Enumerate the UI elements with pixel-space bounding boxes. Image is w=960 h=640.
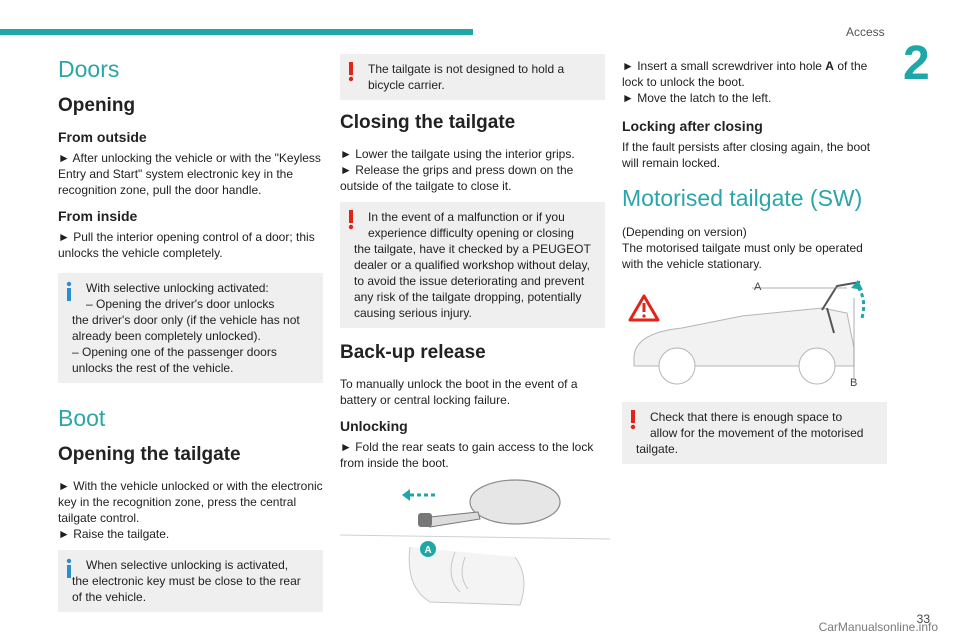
info1-line4: – Opening one of the passenger doors unl… [72, 345, 277, 375]
top-accent-bar [0, 29, 473, 35]
info-box-electronic-key: When selective unlocking is activated, t… [58, 550, 323, 612]
unlocking-heading: Unlocking [340, 418, 408, 434]
watermark: CarManualsonline.info [818, 620, 938, 634]
tailgate-text-2: ► Raise the tailgate. [58, 527, 170, 541]
figure-label-a: A [424, 545, 431, 556]
locking-after-closing-heading: Locking after closing [622, 118, 763, 134]
info1-line3: the driver's door only (if the vehicle h… [72, 313, 300, 343]
column-2: The tailgate is not designed to hold a b… [340, 52, 610, 613]
warn3-line2: allow for the movement of the motorised [650, 426, 864, 440]
info-box-selective-unlocking: With selective unlocking activated: – Op… [58, 273, 323, 383]
boot-heading: Boot [58, 405, 106, 431]
motorised-tailgate-illustration: A B [628, 280, 866, 388]
section-label: Access [846, 25, 885, 39]
opening-heading: Opening [58, 95, 136, 116]
warn3-line3: tailgate. [636, 442, 679, 456]
locking-text: If the fault persists after closing agai… [622, 140, 871, 170]
warning-icon [348, 62, 354, 82]
column-1: Doors Opening From outside ► After unloc… [58, 52, 323, 624]
latch-text: ► Move the latch to the left. [622, 91, 772, 105]
info1-line1: With selective unlocking activated: [86, 281, 269, 295]
warning-icon [348, 210, 354, 230]
doors-heading: Doors [58, 56, 120, 82]
warning-box-malfunction: In the event of a malfunction or if you … [340, 202, 605, 328]
backup-release-illustration: A [340, 479, 610, 606]
version-text: (Depending on version) [622, 225, 747, 239]
info-icon [66, 558, 72, 578]
warn2-line1: In the event of a malfunction or if you [368, 210, 565, 224]
motorised-tailgate-heading: Motorised tailgate (SW) [622, 185, 863, 211]
from-outside-heading: From outside [58, 129, 147, 145]
closing-tailgate-heading: Closing the tailgate [340, 112, 516, 133]
chapter-number: 2 [903, 37, 930, 90]
warning-icon [630, 410, 636, 430]
page-number: 33 [916, 612, 930, 626]
column-3: ► Insert a small screwdriver into hole A… [622, 52, 887, 476]
backup-release-heading: Back-up release [340, 342, 486, 363]
opening-tailgate-heading: Opening the tailgate [58, 444, 241, 465]
dimension-label-b: B [850, 377, 857, 388]
from-inside-heading: From inside [58, 208, 138, 224]
info2-line1: When selective unlocking is activated, [86, 558, 289, 572]
closing-text-2: ► Release the grips and press down on th… [340, 163, 574, 193]
insert-screwdriver-text: ► Insert a small screwdriver into hole A… [622, 59, 868, 89]
info-icon [66, 281, 72, 301]
info2-line2: the electronic key must be close to the … [72, 574, 301, 604]
tailgate-text-1: ► With the vehicle unlocked or with the … [58, 479, 323, 525]
unlocking-text: ► Fold the rear seats to gain access to … [340, 440, 594, 470]
warn3-line1: Check that there is enough space to [650, 410, 843, 424]
info1-line2: – Opening the driver's door unlocks [86, 297, 275, 311]
warn2-line3: the tailgate, have it checked by a PEUGE… [354, 242, 591, 320]
warn2-line2: experience difficulty opening or closing [368, 226, 574, 240]
from-outside-text: ► After unlocking the vehicle or with th… [58, 151, 321, 197]
warn1-line1: The tailgate is not designed to hold a [368, 62, 565, 76]
motorised-text: The motorised tailgate must only be oper… [622, 241, 863, 271]
dimension-label-a: A [754, 281, 762, 293]
warning-box-space: Check that there is enough space to allo… [622, 402, 887, 464]
warning-box-bicycle: The tailgate is not designed to hold a b… [340, 54, 605, 100]
hole-label: A [825, 59, 834, 73]
backup-text: To manually unlock the boot in the event… [340, 377, 578, 407]
warn1-line2: bicycle carrier. [368, 78, 445, 92]
closing-text-1: ► Lower the tailgate using the interior … [340, 147, 575, 161]
from-inside-text: ► Pull the interior opening control of a… [58, 230, 315, 260]
